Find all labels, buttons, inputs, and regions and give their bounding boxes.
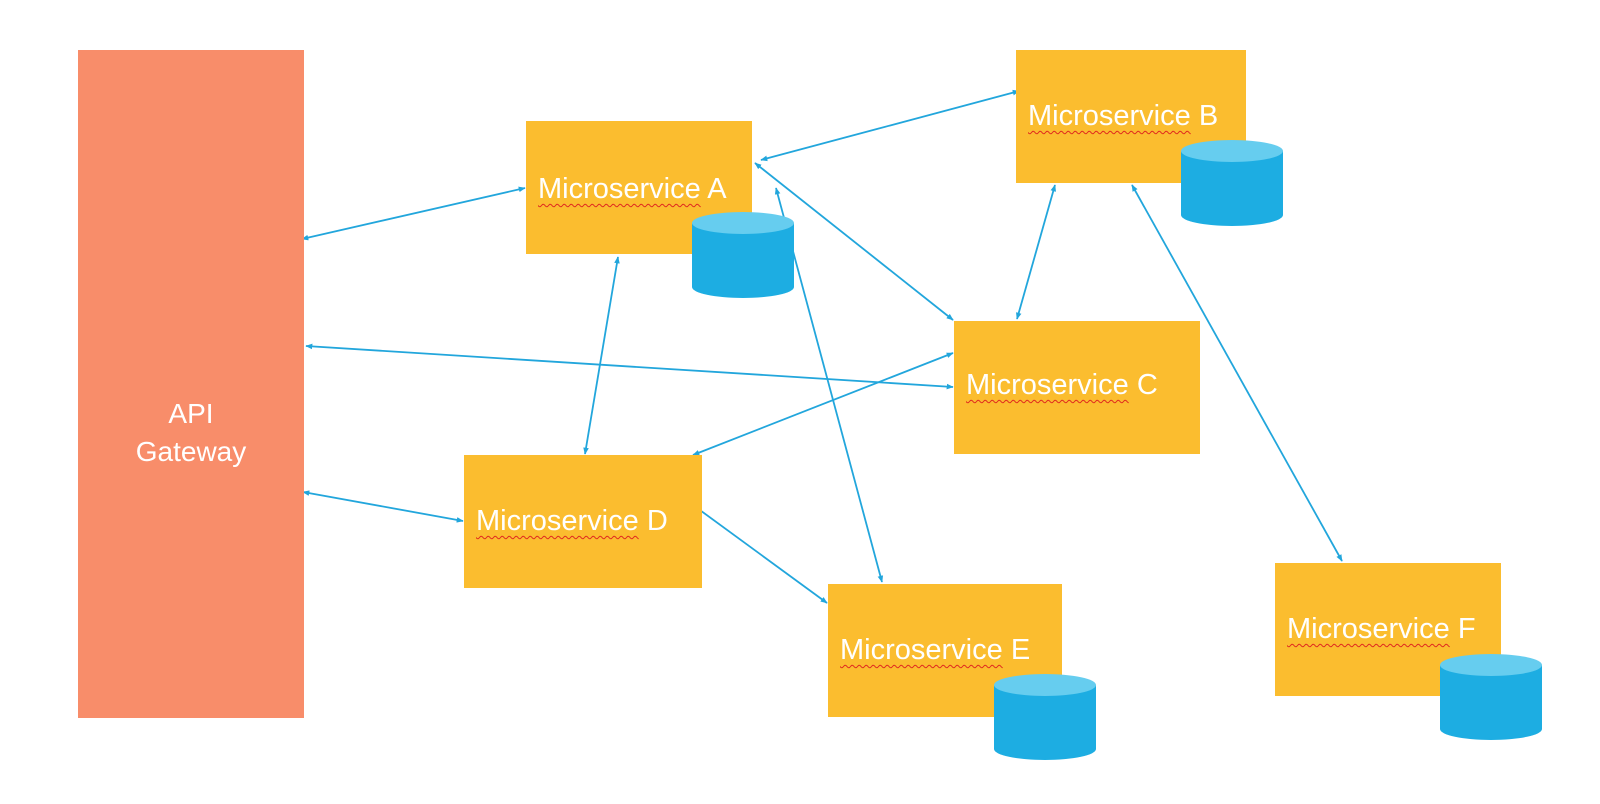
microservice-e-database-icon (994, 674, 1096, 760)
connector-a-b (760, 89, 1020, 162)
connector-d-e (692, 504, 828, 604)
microservice-a-database-icon (692, 212, 794, 298)
microservice-d-box: Microservice D (464, 455, 702, 588)
microservice-c-box: Microservice C (954, 321, 1200, 454)
microservice-f-database-icon (1440, 654, 1542, 740)
microservice-f-word: Microservice (1287, 613, 1450, 645)
connector-b-c (1016, 184, 1056, 320)
api-gateway-label: API Gateway (135, 398, 247, 467)
microservice-c-word: Microservice (966, 369, 1129, 401)
microservice-c-label: Microservice C (966, 369, 1158, 402)
connector-c-d (692, 352, 954, 456)
microservice-e-letter: E (1010, 634, 1031, 666)
microservice-d-word: Microservice (476, 505, 639, 537)
microservice-b-label: Microservice B (1028, 100, 1218, 133)
microservice-e-label: Microservice E (840, 634, 1030, 667)
microservice-c-letter: C (1136, 369, 1158, 401)
microservice-d-label: Microservice D (476, 505, 668, 538)
microservice-a-word: Microservice (538, 173, 701, 205)
connector-a-d (583, 256, 620, 455)
connector-b-f (1131, 184, 1343, 562)
microservice-e-word: Microservice (840, 634, 1003, 666)
microservice-b-letter: B (1198, 100, 1219, 132)
microservice-f-label: Microservice F (1287, 613, 1476, 646)
microservice-f-letter: F (1457, 613, 1476, 645)
microservice-a-label: Microservice A (538, 173, 727, 206)
microservice-d-letter: D (646, 505, 668, 537)
connector-gateway-d (302, 490, 464, 523)
connector-gateway-a (301, 186, 526, 241)
api-gateway-box: API Gateway (78, 50, 304, 718)
microservice-b-word: Microservice (1028, 100, 1191, 132)
microservice-b-database-icon (1181, 140, 1283, 226)
microservice-a-letter: A (707, 173, 727, 205)
